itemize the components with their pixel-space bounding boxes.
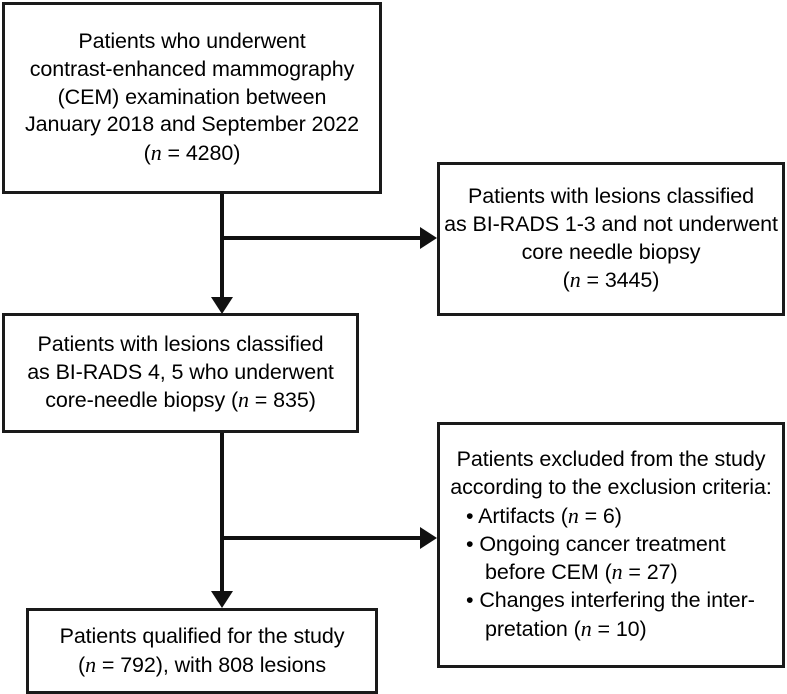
box-count-line: (n = 3445): [563, 266, 660, 295]
box-line: (CEM) examination between: [57, 84, 327, 109]
count-value: 835: [273, 388, 309, 413]
bullet-marker: •: [466, 503, 474, 528]
count-equals: =: [96, 652, 121, 677]
box-line: Patients with lesions classified: [468, 183, 754, 208]
count-variable: n: [150, 140, 162, 166]
box-line: Patients who underwent: [78, 28, 306, 53]
count-prefix: core-needle biopsy (: [45, 388, 239, 413]
bullet-text: Artifacts (: [478, 503, 568, 528]
flowchart-box-qualified-for-study: Patients qualified for the study (n = 79…: [26, 608, 378, 694]
count-prefix: (: [143, 141, 151, 166]
count-prefix: (: [78, 652, 86, 677]
count-suffix: ): [614, 503, 622, 528]
count-equals: =: [580, 268, 605, 293]
bullet-marker: •: [466, 588, 474, 613]
exclusion-bullet-changes-interfering: • Changes interfering the inter-: [448, 587, 755, 615]
bullet-text: Changes interfering the inter-: [479, 588, 755, 613]
arrowhead-down-icon: [211, 591, 233, 608]
box-line: Patients excluded from the study: [456, 446, 766, 471]
box-line: according to the exclusion criteria:: [450, 474, 772, 499]
count-suffix: ): [652, 268, 660, 293]
count-value: 4280: [185, 141, 234, 166]
connector-line-birads45-to-excluded: [220, 536, 424, 540]
count-prefix: (: [562, 268, 570, 293]
arrowhead-right-icon: [420, 527, 437, 549]
bullet-text: before CEM (: [485, 560, 612, 585]
count-variable: n: [611, 559, 623, 585]
bullet-text: pretation (: [485, 617, 581, 642]
flowchart-box-excluded-criteria: Patients excluded from the study accordi…: [437, 422, 785, 668]
exclusion-bullet-ongoing-treatment: • Ongoing cancer treatment: [448, 531, 726, 559]
count-variable: n: [567, 502, 579, 528]
count-equals: =: [161, 141, 186, 166]
count-variable: n: [85, 651, 96, 677]
count-equals: =: [591, 617, 616, 642]
count-equals: =: [622, 560, 647, 585]
count-equals: =: [578, 503, 603, 528]
count-suffix: ): [308, 388, 316, 413]
arrowhead-right-icon: [420, 227, 437, 249]
flowchart-box-excluded-birads-1-3: Patients with lesions classified as BI-R…: [437, 162, 785, 316]
box-line: as BI-RADS 1-3 and not underwent: [444, 211, 778, 236]
box-line: core needle biopsy: [521, 239, 701, 264]
count-value: 792: [120, 652, 156, 677]
bullet-marker: •: [466, 531, 474, 556]
exclusion-bullet-ongoing-treatment-continuation: before CEM (n = 27): [448, 558, 678, 587]
count-suffix: ): [670, 560, 678, 585]
box-line: January 2018 and September 2022: [25, 112, 359, 137]
connector-line-cem-to-birads13: [220, 236, 424, 240]
count-suffix: ): [233, 141, 241, 166]
count-variable: n: [580, 616, 592, 642]
count-value: 27: [646, 560, 671, 585]
connector-line-birads45-to-qualified: [220, 433, 224, 593]
box-count-line: core-needle biopsy (n = 835): [45, 386, 316, 415]
count-suffix: ): [639, 617, 647, 642]
box-line: Patients with lesions classified: [37, 331, 324, 356]
box-count-line: (n = 792), with 808 lesions: [78, 651, 326, 680]
count-equals: =: [248, 388, 274, 413]
count-value: 6: [602, 503, 615, 528]
count-variable: n: [569, 267, 581, 293]
box-count-line: (n = 4280): [144, 139, 241, 168]
count-variable: n: [238, 387, 249, 413]
flowchart-box-patients-underwent-cem: Patients who underwent contrast-enhanced…: [2, 2, 382, 194]
flowchart-box-included-birads-4-5: Patients with lesions classified as BI-R…: [2, 313, 359, 433]
exclusion-bullet-artifacts: • Artifacts (n = 6): [448, 502, 622, 531]
exclusion-bullet-changes-interfering-continuation: pretation (n = 10): [448, 615, 647, 644]
box-line: Patients qualified for the study: [59, 623, 345, 648]
bullet-text: Ongoing cancer treatment: [479, 531, 726, 556]
count-value: 3445: [604, 268, 653, 293]
arrowhead-down-icon: [211, 297, 233, 314]
count-suffix: ), with 808 lesions: [155, 652, 326, 677]
count-value: 10: [615, 617, 640, 642]
connector-line-cem-to-birads45: [220, 194, 224, 300]
box-line: as BI-RADS 4, 5 who underwent: [27, 359, 334, 384]
box-line: contrast-enhanced mammography: [29, 56, 355, 81]
